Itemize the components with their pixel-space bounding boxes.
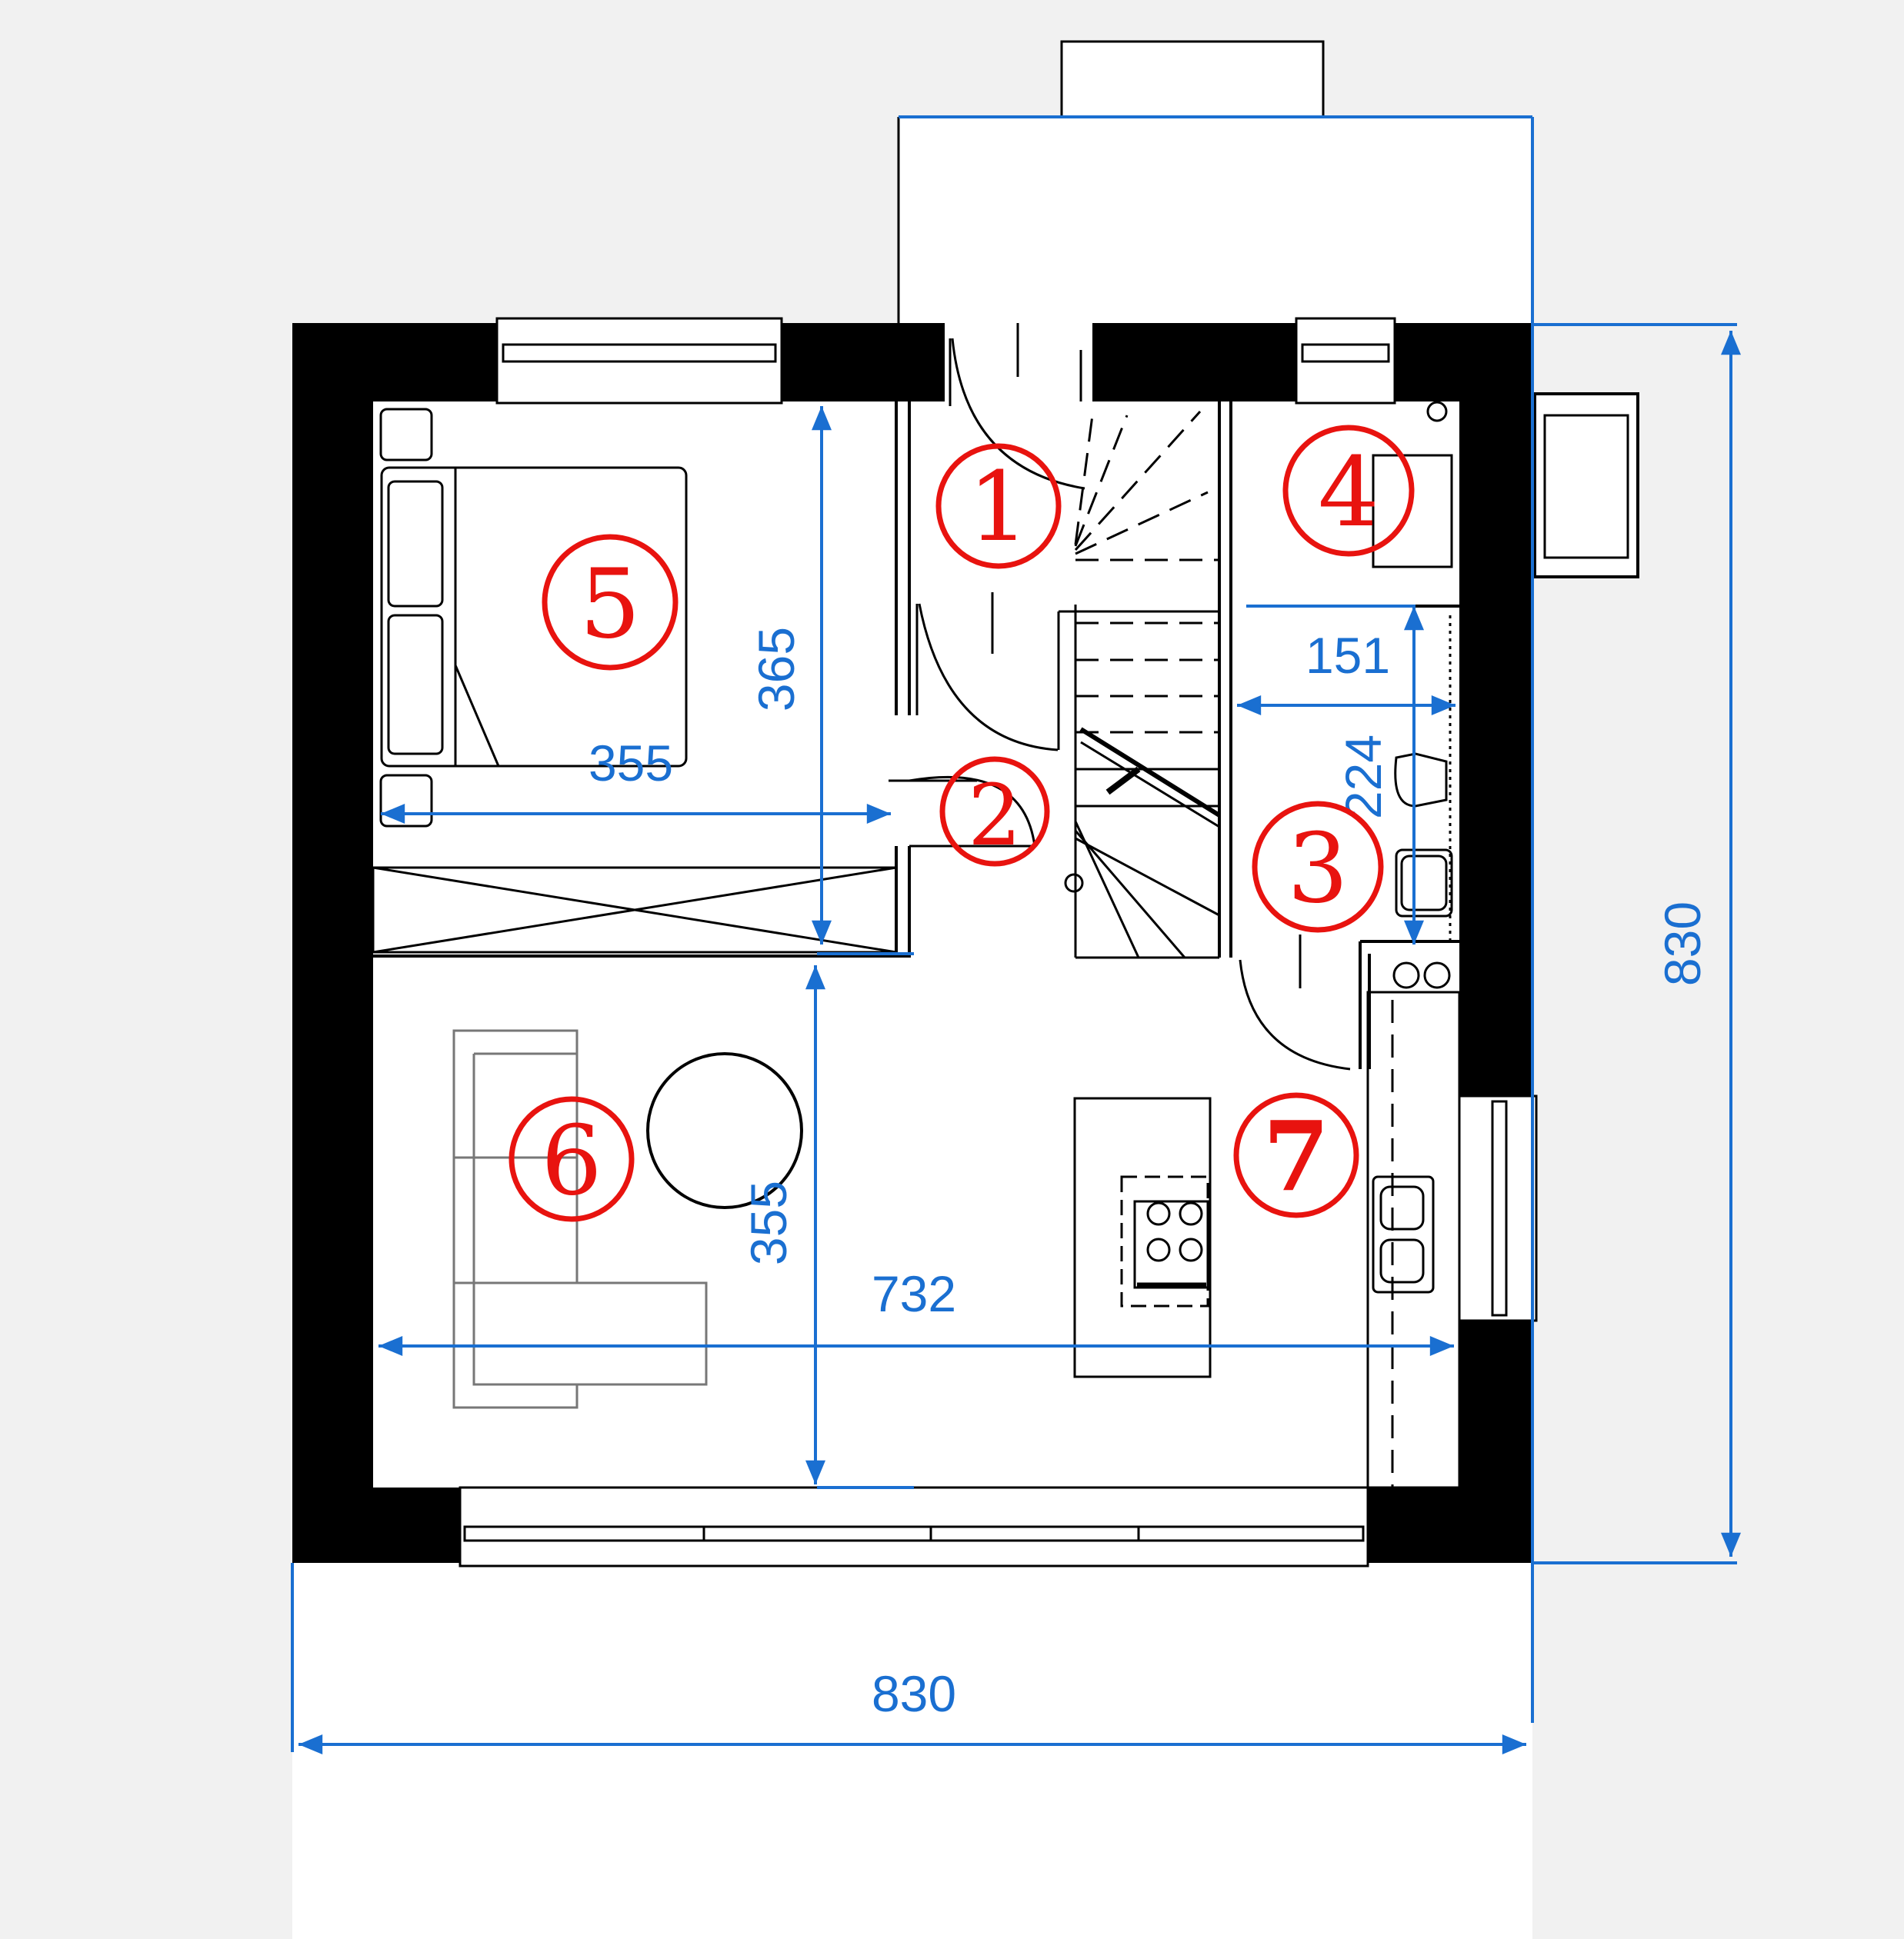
- svg-text:2: 2: [968, 766, 1022, 865]
- window-kitchen: [1458, 1094, 1538, 1322]
- dim-overall-depth: 830: [1654, 901, 1711, 986]
- room-marker-7: 7: [1233, 1092, 1359, 1218]
- room-marker-6: 6: [509, 1096, 635, 1222]
- svg-text:6: 6: [541, 1105, 602, 1217]
- entrance-porch: [899, 117, 1532, 323]
- dim-bathroom-width: 151: [1305, 627, 1390, 684]
- ground-strip: [292, 1561, 1532, 1939]
- wardrobe: [372, 866, 898, 954]
- dimension-lines: [291, 115, 1741, 1754]
- bathroom-fixtures: [1372, 401, 1453, 941]
- windows: [458, 317, 1538, 1568]
- interior-floor: [373, 401, 1459, 1488]
- svg-text:7: 7: [1263, 1101, 1330, 1213]
- svg-text:5: 5: [579, 548, 641, 660]
- room-marker-4: 4: [1282, 425, 1415, 557]
- room-marker-3: 3: [1252, 801, 1384, 933]
- doors: [889, 323, 1351, 1071]
- round-table: [646, 1052, 803, 1209]
- dim-bathroom-depth: 224: [1335, 735, 1392, 819]
- room-marker-5: 5: [542, 534, 679, 671]
- svg-text:3: 3: [1287, 813, 1349, 925]
- porch-step: [1060, 40, 1325, 118]
- svg-text:1: 1: [968, 451, 1029, 563]
- sofa: [452, 1029, 708, 1409]
- dim-overall-width: 830: [872, 1665, 956, 1722]
- bed: [379, 408, 688, 828]
- kitchen-island: [1073, 1097, 1212, 1378]
- room-marker-2: 2: [939, 756, 1050, 867]
- dim-bedroom-width: 355: [589, 735, 673, 791]
- room-markers: 1 2 3 4 5 6 7: [509, 425, 1415, 1222]
- dim-bedroom-depth: 365: [748, 627, 805, 711]
- svg-text:4: 4: [1318, 437, 1379, 548]
- dim-living-width: 732: [872, 1265, 956, 1322]
- outdoor-unit: [1533, 392, 1639, 578]
- kitchen-counter: [1366, 961, 1461, 1489]
- dim-living-depth: 355: [740, 1181, 797, 1265]
- room-marker-1: 1: [935, 443, 1062, 569]
- staircase: [1057, 350, 1221, 959]
